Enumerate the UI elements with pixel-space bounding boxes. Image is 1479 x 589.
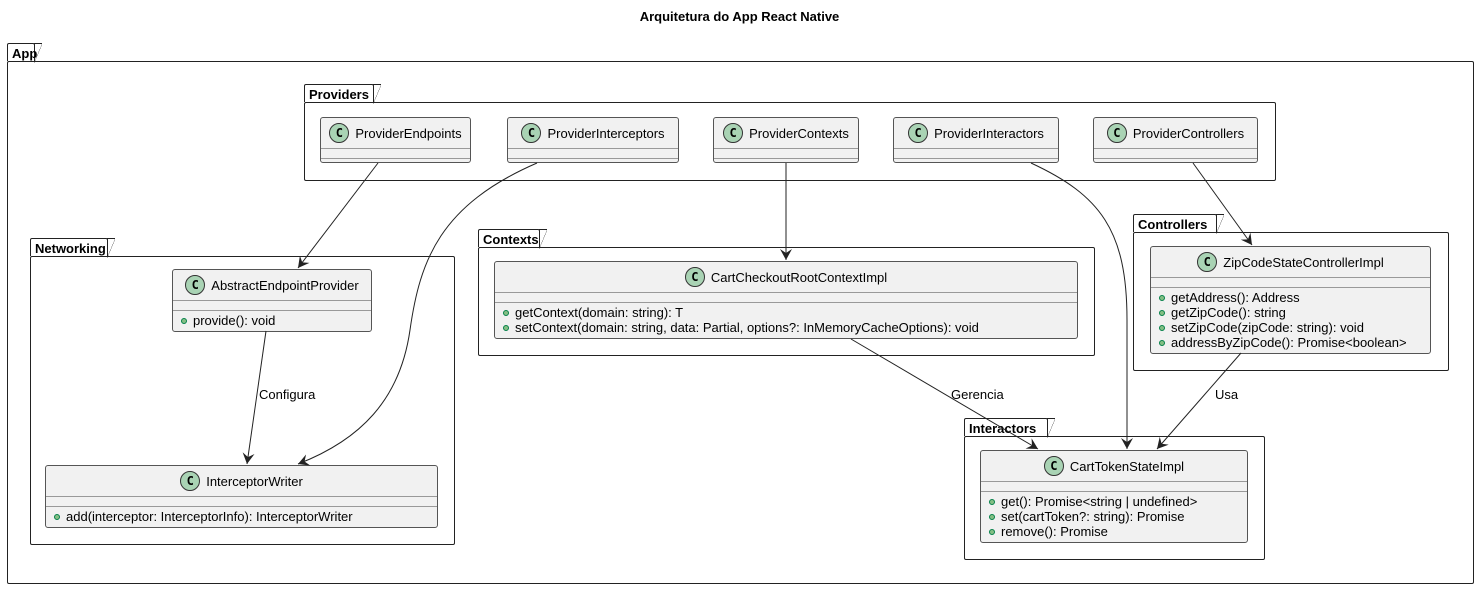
class-c-icon: C bbox=[180, 471, 201, 491]
method-item: set(cartToken?: string): Promise bbox=[989, 509, 1241, 524]
class-provider-controllers[interactable]: C ProviderControllers bbox=[1093, 117, 1258, 163]
method-item: remove(): Promise bbox=[989, 524, 1241, 539]
public-method-icon bbox=[1159, 294, 1165, 301]
public-method-icon bbox=[989, 498, 995, 505]
class-c-icon: C bbox=[723, 123, 744, 143]
class-name: InterceptorWriter bbox=[206, 473, 303, 489]
class-c-icon: C bbox=[1197, 252, 1218, 272]
method-item: setZipCode(zipCode: string): void bbox=[1159, 320, 1424, 335]
class-cart-token-state-impl[interactable]: C CartTokenStateImpl get(): Promise<strin… bbox=[980, 450, 1248, 543]
class-abstract-endpoint-provider[interactable]: C AbstractEndpointProvider provide(): voi… bbox=[172, 269, 372, 332]
arrow-cartcheckoutrootcontextimpl-to-carttokenstateimpl bbox=[850, 338, 1039, 450]
arrow-providercontrollers-to-zipcodestatecontrollerimpl bbox=[1192, 162, 1253, 246]
package-tab-app: App bbox=[7, 42, 42, 63]
public-method-icon bbox=[181, 317, 187, 324]
class-name: ProviderContexts bbox=[749, 125, 849, 141]
package-interactors bbox=[964, 436, 1265, 560]
public-method-icon bbox=[989, 513, 995, 520]
method-item: add(interceptor: InterceptorInfo): Inter… bbox=[54, 509, 431, 524]
diagram-title: Arquitetura do App React Native bbox=[639, 9, 840, 24]
public-method-icon bbox=[54, 513, 60, 520]
package-controllers bbox=[1133, 232, 1449, 371]
class-name: ProviderInteractors bbox=[934, 125, 1044, 141]
class-name: AbstractEndpointProvider bbox=[211, 277, 359, 293]
package-tab-networking: Networking bbox=[30, 237, 115, 258]
class-provider-interceptors[interactable]: C ProviderInterceptors bbox=[507, 117, 679, 163]
arrow-zipcodestatecontrollerimpl-to-carttokenstateimpl bbox=[1156, 352, 1242, 450]
public-method-icon bbox=[989, 528, 995, 535]
package-networking bbox=[30, 256, 455, 545]
class-provider-interactors[interactable]: C ProviderInteractors bbox=[893, 117, 1059, 163]
public-method-icon bbox=[1159, 309, 1165, 316]
class-c-icon: C bbox=[908, 123, 929, 143]
class-name: CartTokenStateImpl bbox=[1069, 458, 1185, 474]
class-name: ProviderEndpoints bbox=[355, 125, 462, 141]
public-method-icon bbox=[1159, 324, 1165, 331]
class-c-icon: C bbox=[329, 123, 350, 143]
class-provider-contexts[interactable]: C ProviderContexts bbox=[713, 117, 859, 163]
method-item: getZipCode(): string bbox=[1159, 305, 1424, 320]
method-item: addressByZipCode(): Promise<boolean> bbox=[1159, 335, 1424, 350]
package-tab-contexts: Contexts bbox=[478, 228, 547, 249]
method-item: setContext(domain: string, data: Partial… bbox=[503, 320, 1071, 335]
class-zip-code-state-controller-impl[interactable]: C ZipCodeStateControllerImpl getAddress()… bbox=[1150, 246, 1431, 354]
class-name: ProviderControllers bbox=[1132, 125, 1245, 141]
edge-label-usa: Usa bbox=[1215, 387, 1239, 402]
arrow-providerinteractors-to-carttokenstateimpl bbox=[1030, 162, 1133, 449]
class-name: ZipCodeStateControllerImpl bbox=[1223, 254, 1384, 270]
class-c-icon: C bbox=[521, 123, 542, 143]
class-cart-checkout-root-context-impl[interactable]: C CartCheckoutRootContextImpl getContext(… bbox=[494, 261, 1078, 339]
package-tab-controllers: Controllers bbox=[1133, 213, 1224, 234]
method-item: getAddress(): Address bbox=[1159, 290, 1424, 305]
arrow-abstractendpointprovider-to-interceptorwriter bbox=[242, 330, 267, 465]
public-method-icon bbox=[1159, 339, 1165, 346]
public-method-icon bbox=[503, 309, 509, 316]
class-interceptor-writer[interactable]: C InterceptorWriter add(interceptor: Inte… bbox=[45, 465, 438, 528]
class-c-icon: C bbox=[1043, 456, 1064, 476]
edge-label-gerencia: Gerencia bbox=[951, 387, 1004, 402]
class-provider-endpoints[interactable]: C ProviderEndpoints bbox=[320, 117, 471, 163]
arrow-providerendpoints-to-abstractendpointprovider bbox=[297, 162, 379, 269]
method-item: getContext(domain: string): T bbox=[503, 305, 1071, 320]
package-app bbox=[7, 61, 1474, 584]
arrow-providerinterceptors-to-interceptorwriter bbox=[297, 162, 538, 466]
package-providers bbox=[304, 102, 1276, 181]
edge-label-configura: Configura bbox=[259, 387, 316, 402]
class-c-icon: C bbox=[1106, 123, 1127, 143]
class-name: CartCheckoutRootContextImpl bbox=[710, 269, 888, 285]
class-c-icon: C bbox=[684, 267, 705, 287]
method-item: provide(): void bbox=[181, 313, 365, 328]
class-name: ProviderInterceptors bbox=[547, 125, 665, 141]
class-c-icon: C bbox=[185, 275, 206, 295]
public-method-icon bbox=[503, 324, 509, 331]
package-tab-providers: Providers bbox=[304, 83, 381, 104]
method-item: get(): Promise<string | undefined> bbox=[989, 494, 1241, 509]
